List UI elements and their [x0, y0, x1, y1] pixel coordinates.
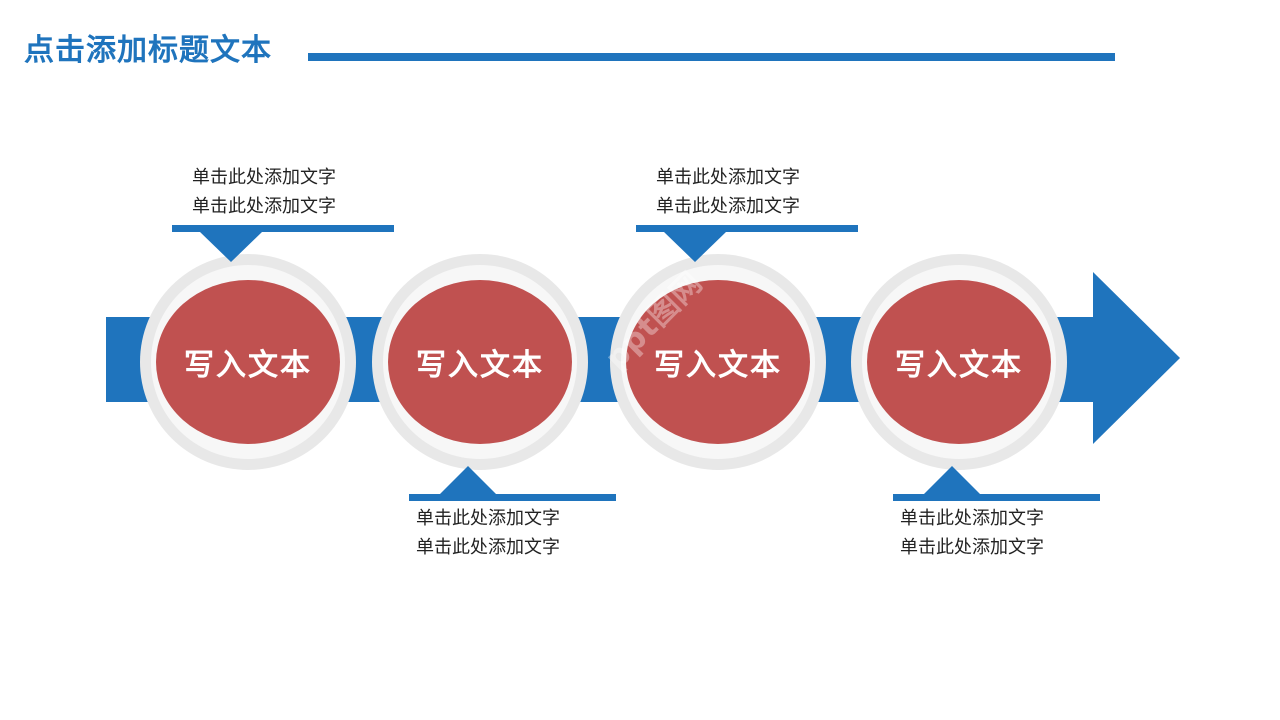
node-4: 写入文本	[859, 262, 1059, 462]
callout-4: 单击此处添加文字 单击此处添加文字	[900, 504, 1140, 562]
callout-2: 单击此处添加文字 单击此处添加文字	[416, 504, 656, 562]
callout-text-line: 单击此处添加文字	[416, 508, 560, 529]
callout-3: 单击此处添加文字 单击此处添加文字	[656, 163, 896, 221]
node-label: 写入文本	[416, 348, 544, 383]
node-label: 写入文本	[184, 348, 312, 383]
callout-text-line: 单击此处添加文字	[656, 196, 800, 217]
callout-bar-1	[172, 225, 394, 232]
callout-bar-2	[409, 494, 616, 501]
node-label: 写入文本	[895, 348, 1023, 383]
process-node-3	[610, 254, 826, 470]
callout-text-line: 单击此处添加文字	[416, 537, 560, 558]
callout-pointer-3	[664, 232, 726, 262]
callout-bar-4	[893, 494, 1100, 501]
callout-pointer-1	[200, 232, 262, 262]
title-rule	[308, 53, 1115, 61]
callout-text-line: 单击此处添加文字	[900, 537, 1044, 558]
callout-pointer-2	[440, 466, 496, 494]
process-node-4	[851, 254, 1067, 470]
process-node-2	[372, 254, 588, 470]
node-3: 写入文本	[618, 262, 818, 462]
callout-bar-3	[636, 225, 858, 232]
arrow-head	[1093, 272, 1180, 444]
node-2: 写入文本	[380, 262, 580, 462]
process-node-1	[140, 254, 356, 470]
callout-1: 单击此处添加文字 单击此处添加文字	[192, 163, 432, 221]
page-title: 点击添加标题文本	[24, 33, 272, 68]
node-circle	[867, 280, 1051, 444]
callout-text-line: 单击此处添加文字	[192, 167, 336, 188]
callout-pointer-4	[924, 466, 980, 494]
node-1: 写入文本	[148, 262, 348, 462]
node-circle	[388, 280, 572, 444]
node-circle	[156, 280, 340, 444]
callout-text-line: 单击此处添加文字	[192, 196, 336, 217]
callout-text-line: 单击此处添加文字	[900, 508, 1044, 529]
node-label: 写入文本	[654, 348, 782, 383]
callout-text-line: 单击此处添加文字	[656, 167, 800, 188]
node-circle	[626, 280, 810, 444]
